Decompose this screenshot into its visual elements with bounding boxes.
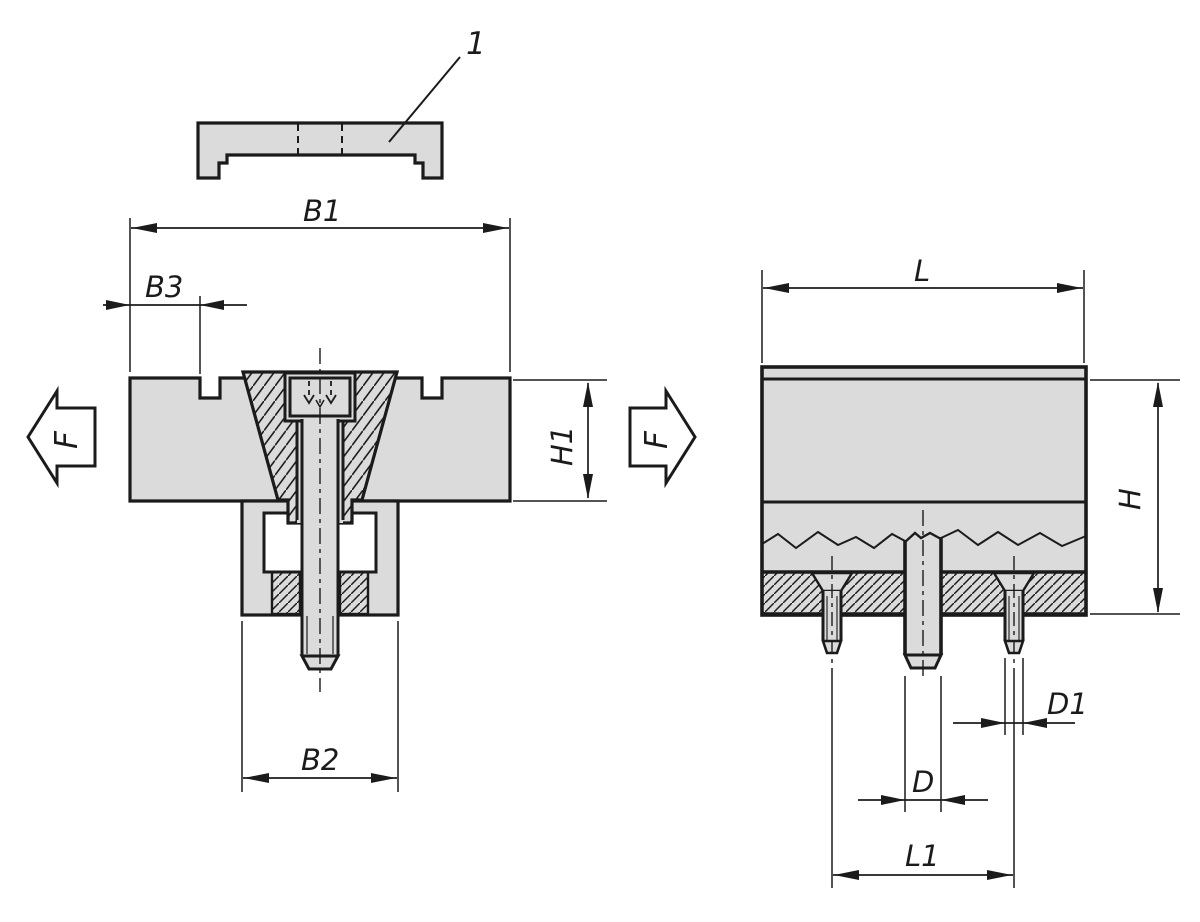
force-arrow-left-icon: F xyxy=(26,385,97,489)
dimension-h1: H1 xyxy=(513,379,607,502)
clamp-plate-outline xyxy=(196,121,444,180)
dimension-h: H xyxy=(1090,379,1180,615)
break-line-right xyxy=(940,528,1087,548)
dimension-b3: B3 xyxy=(103,270,247,374)
socket-center-chevron xyxy=(315,399,325,409)
dim-label-b1: B1 xyxy=(303,194,341,228)
arrowhead xyxy=(834,870,859,880)
arrowhead xyxy=(1057,283,1082,293)
arrowhead xyxy=(881,795,905,805)
arrowhead xyxy=(244,773,269,783)
dimension-b1: B1 xyxy=(129,194,511,372)
center-stud xyxy=(902,510,944,676)
stud-top-edge xyxy=(904,531,942,543)
dimension-b2: B2 xyxy=(241,621,399,792)
countersunk-screw-right xyxy=(991,556,1037,668)
dim-label-l: L xyxy=(914,254,930,288)
dim-label-b2: B2 xyxy=(301,743,339,777)
dim-label-h1: H1 xyxy=(545,426,579,466)
arrowhead xyxy=(1023,718,1047,728)
dim-label-b3: B3 xyxy=(145,270,183,304)
arrowhead xyxy=(1153,382,1163,407)
arrowhead xyxy=(764,283,789,293)
thread-flank-left xyxy=(270,570,302,616)
arrowhead xyxy=(1153,588,1163,613)
force-label: F xyxy=(49,430,85,449)
arrowhead xyxy=(483,223,508,233)
force-arrow-shape xyxy=(26,385,97,489)
arrowhead xyxy=(200,300,224,310)
hex-socket-chevron xyxy=(303,394,315,405)
arrowhead xyxy=(941,795,965,805)
arrowhead xyxy=(583,474,593,499)
jaw-body-left-half xyxy=(128,376,283,503)
callout-leader-line xyxy=(388,56,461,143)
dimension-d1: D1 xyxy=(953,658,1088,735)
dimension-l: L xyxy=(761,254,1085,363)
force-arrow-right-icon: F xyxy=(628,385,697,489)
break-line-left xyxy=(761,530,906,550)
jaw-body-right-half xyxy=(357,376,512,503)
force-label: F xyxy=(639,430,675,449)
dim-label-d: D xyxy=(912,765,934,799)
dim-label-d1: D1 xyxy=(1047,687,1088,721)
dimension-l1: L1 xyxy=(831,668,1015,888)
thread-flank-right xyxy=(338,570,370,616)
arrowhead xyxy=(981,718,1005,728)
dim-label-h: H xyxy=(1113,488,1147,510)
arrowhead xyxy=(987,870,1012,880)
dimension-d: D xyxy=(858,676,988,812)
cap-screw xyxy=(283,348,357,692)
side-section-view: L H D D1 xyxy=(628,254,1180,888)
force-arrow-shape xyxy=(628,385,697,489)
countersunk-screw-left xyxy=(809,556,855,668)
hex-socket-chevron xyxy=(325,394,337,405)
arrowhead xyxy=(583,382,593,407)
arrowhead xyxy=(132,223,157,233)
callout-number: 1 xyxy=(466,26,486,62)
arrowhead xyxy=(371,773,396,783)
arrowhead xyxy=(106,300,130,310)
front-section-view: B1 B3 B2 H1 xyxy=(26,194,607,792)
dim-label-l1: L1 xyxy=(905,839,940,873)
item-1-clamp-plate: 1 xyxy=(196,26,486,180)
